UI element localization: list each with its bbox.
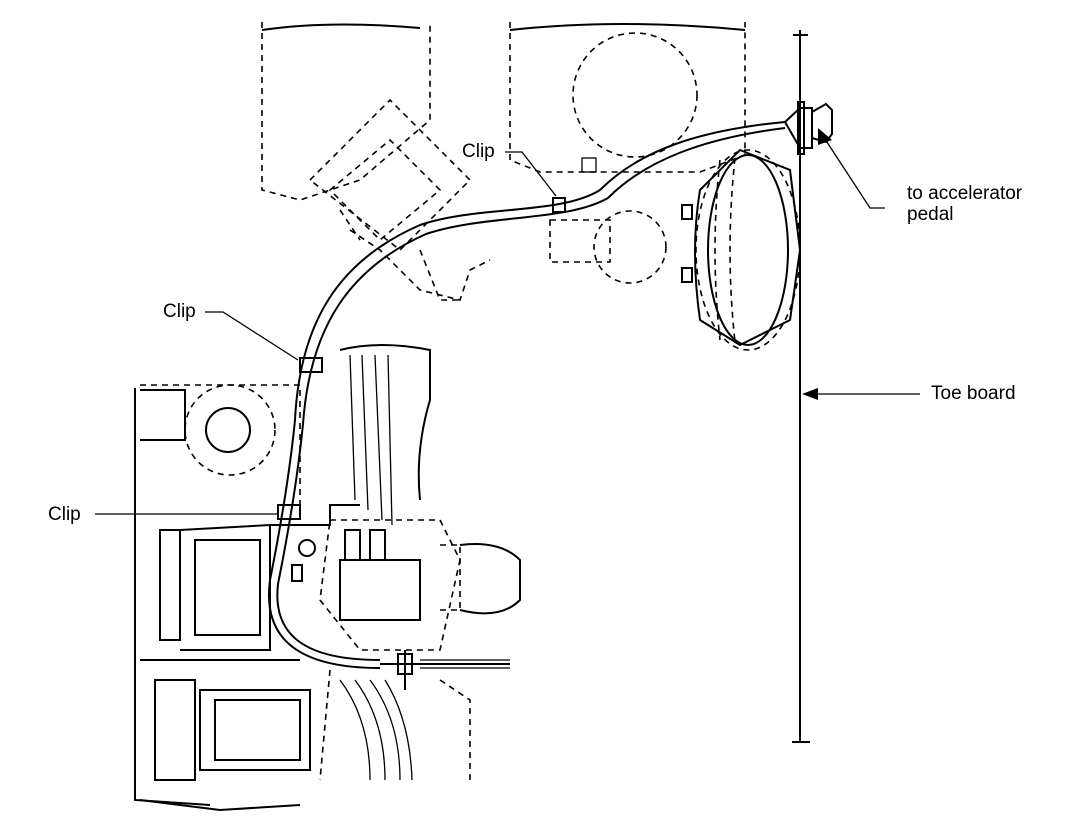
upper-intake-component: [261, 22, 491, 301]
clip-upper-leader: [505, 151, 557, 197]
accelerator-cable: [267, 121, 786, 690]
upper-center-component: [509, 22, 746, 173]
clip-middle-marker: [299, 357, 323, 373]
accelerator-label-line2: pedal: [907, 204, 954, 225]
clip-upper-label: Clip: [462, 141, 495, 162]
clip-middle-leader: [205, 311, 299, 361]
toe-board-arrowhead: [802, 388, 818, 400]
clip-lower-label: Clip: [48, 504, 81, 525]
accelerator-leader: [822, 135, 885, 209]
clip-upper-marker: [552, 197, 566, 213]
clip-lower-marker: [277, 504, 301, 520]
accelerator-arrowhead: [818, 128, 832, 145]
toe-board-label: Toe board: [931, 383, 1016, 404]
cable-clips: [277, 197, 566, 520]
toe-board-line: [792, 30, 810, 743]
clip-middle-label: Clip: [163, 301, 196, 322]
accelerator-label-line1: to accelerator: [907, 183, 1023, 204]
throttle-body: [291, 344, 521, 781]
leader-lines: [95, 128, 920, 515]
brake-booster: [549, 148, 802, 351]
